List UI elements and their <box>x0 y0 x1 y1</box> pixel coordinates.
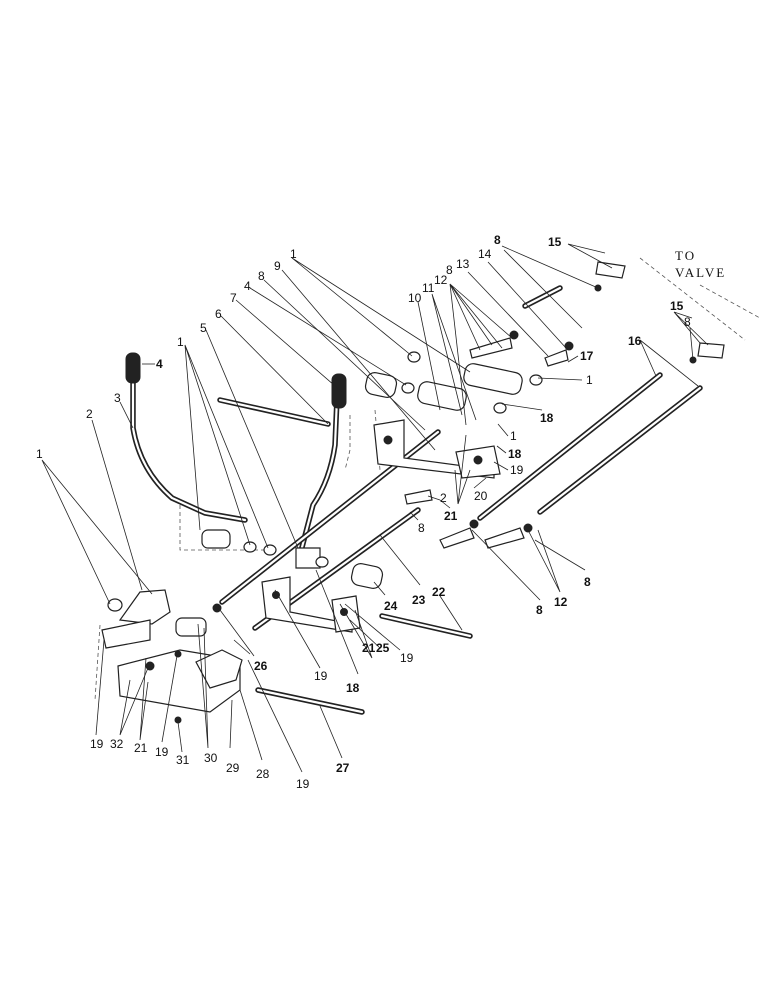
callout-28: 28 <box>256 767 270 781</box>
shaft-6 <box>217 397 331 427</box>
callout-4a: 4 <box>156 357 163 371</box>
callout-8d: 8 <box>684 315 691 329</box>
callout-21c: 21 <box>134 741 148 755</box>
callout-13: 13 <box>456 257 470 271</box>
note-valve: VALVE <box>675 265 726 280</box>
callout-8e: 8 <box>418 521 425 535</box>
callout-21b: 21 <box>362 641 376 655</box>
callout-23: 23 <box>412 593 426 607</box>
clevises <box>404 330 574 549</box>
rods-16 <box>477 372 703 521</box>
callout-18c: 18 <box>346 681 360 695</box>
callout-22: 22 <box>432 585 446 599</box>
callout-11: 11 <box>422 281 435 295</box>
shaft-27 <box>255 687 365 715</box>
callout-15a: 15 <box>548 235 562 249</box>
callout-2: 2 <box>86 407 93 421</box>
callout-19a: 19 <box>510 463 524 477</box>
callout-12b: 12 <box>554 595 568 609</box>
callout-9: 9 <box>274 259 281 273</box>
callout-16: 16 <box>628 334 642 348</box>
lever-center <box>295 373 347 569</box>
callout-1a: 1 <box>36 447 43 461</box>
callout-19f: 19 <box>296 777 310 791</box>
callout-29: 29 <box>226 761 240 775</box>
callout-19c: 19 <box>314 669 328 683</box>
callout-19b: 19 <box>400 651 414 665</box>
callout-8a: 8 <box>258 269 265 283</box>
callout-18a: 18 <box>540 411 554 425</box>
callout-8g: 8 <box>584 575 591 589</box>
center-bushings <box>201 529 384 613</box>
callout-27: 27 <box>336 761 350 775</box>
note-to: TO <box>675 248 696 263</box>
callout-8b: 8 <box>446 263 453 277</box>
leader-lines <box>41 243 709 773</box>
upper-bracket <box>373 419 501 479</box>
to-valve-note: TO VALVE <box>675 248 726 280</box>
callout-18b: 18 <box>508 447 522 461</box>
callout-15b: 15 <box>670 299 684 313</box>
callout-21a: 21 <box>444 509 458 523</box>
callout-6: 6 <box>215 307 222 321</box>
shaft-22 <box>379 613 473 639</box>
callout-12a: 12 <box>434 273 448 287</box>
callout-30: 30 <box>204 751 218 765</box>
callout-25: 25 <box>376 641 390 655</box>
callout-26: 26 <box>254 659 268 673</box>
callout-8c: 8 <box>494 233 501 247</box>
parts-drawing <box>94 257 761 724</box>
callout-7: 7 <box>230 291 237 305</box>
callout-17: 17 <box>580 349 594 363</box>
callout-5: 5 <box>200 321 207 335</box>
callout-10: 10 <box>408 291 422 305</box>
callout-20: 20 <box>474 489 488 503</box>
callout-1d: 1 <box>586 373 593 387</box>
callout-31: 31 <box>176 753 190 767</box>
callout-4b: 4 <box>244 279 251 293</box>
callout-14: 14 <box>478 247 492 261</box>
callout-8f: 8 <box>536 603 543 617</box>
pedal-assembly <box>101 589 243 724</box>
callout-labels: 1 2 3 4 1 5 6 7 4 8 9 1 10 11 12 8 13 14… <box>36 233 691 791</box>
upper-bushings <box>364 351 543 414</box>
callout-1e: 1 <box>510 429 517 443</box>
callout-19d: 19 <box>90 737 104 751</box>
rod-14 <box>522 285 563 309</box>
callout-19e: 19 <box>155 745 169 759</box>
callout-1c: 1 <box>290 247 297 261</box>
lever-left <box>125 352 248 523</box>
callout-32: 32 <box>110 737 124 751</box>
callout-2b: 2 <box>440 491 447 505</box>
callout-1b: 1 <box>177 335 184 349</box>
callout-3: 3 <box>114 391 121 405</box>
callout-24: 24 <box>384 599 398 613</box>
